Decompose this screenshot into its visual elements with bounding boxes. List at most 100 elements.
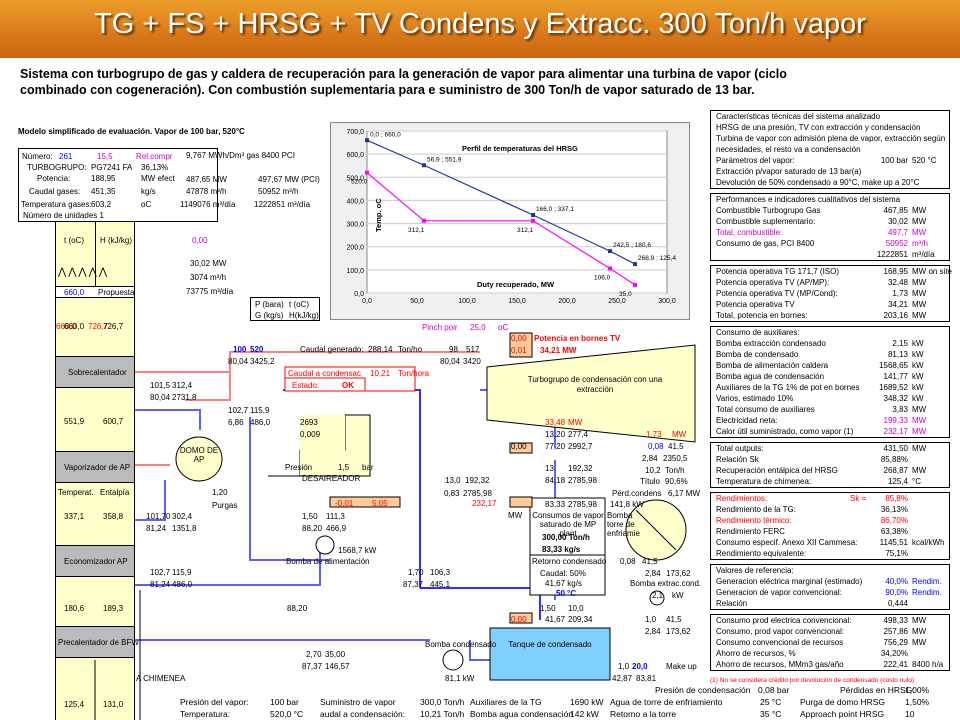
data-label: 312,1 [408, 227, 425, 234]
precalentador-bfw: Precalentador de BFW [55, 626, 139, 658]
chart-svg: 0,0100,0200,0300,0400,0500,0600,0700,00,… [346, 129, 676, 305]
pinch-label: Pinch poir [422, 323, 458, 332]
result-label: Total, potencia en bornes: [716, 311, 808, 320]
result-label: Total, combustible: [716, 228, 783, 237]
retorno: Retorno condensado [532, 557, 607, 566]
x1a: 0,08 [620, 557, 636, 566]
presion-value: 1,5 [338, 463, 350, 472]
y-axis-label: Temp. oC [374, 198, 383, 232]
gas-misc-m3h: 3074 m³/h [190, 273, 227, 282]
result-value: 756,29 [883, 638, 908, 647]
t-r2d: MW [672, 430, 687, 439]
result-value: 467,85 [883, 206, 908, 215]
q1b: 35,00 [325, 650, 346, 659]
result-unit: MW [912, 444, 927, 453]
intro-text: Sistema con turbogrupo de gas y caldera … [20, 67, 787, 97]
bc-kw: 81,1 kW [445, 674, 475, 683]
consumo-value: 300,00 Ton/h [542, 533, 590, 542]
ret-kgs: 41,67 kg/s [545, 579, 582, 588]
propuesta-t: 660,0 [64, 288, 85, 297]
hrsg-t-0: 660,0 [56, 322, 77, 331]
estado-value: OK [342, 381, 354, 390]
result-value: 1222851 [876, 250, 908, 259]
result-label: Rendimientos: [716, 494, 768, 503]
cond-unit: Ton/hora [398, 369, 430, 378]
pt-legend: P (bara) t (oC) G (kg/s) H(kJ/kg) [250, 297, 320, 321]
q2a: 87,37 [302, 662, 323, 671]
s3a: 102,7 [228, 406, 249, 415]
temp-unit: oC [141, 200, 152, 209]
result-value: 34,21 [887, 300, 908, 309]
potencia-value: 188,95 [91, 174, 116, 183]
results-section [710, 110, 950, 189]
s1b: 312,4 [172, 381, 193, 390]
s2a: 80,04 [150, 393, 171, 402]
result-row: Consumo de auxiliares: [710, 327, 950, 338]
t-r7a: 83,33 [545, 500, 566, 509]
result-label: Rendimiento de la TG: [716, 505, 796, 514]
tanque-box [489, 627, 611, 681]
x2b: 173,62 [666, 569, 691, 578]
q2b: 146,57 [325, 662, 350, 671]
v0009: 0,009 [300, 430, 321, 439]
bomba-kw: 1568,7 kW [338, 546, 377, 555]
result-unit: kW [912, 394, 924, 403]
rel-comp: Rel.compr [136, 152, 173, 161]
presion-label: Presión [285, 463, 313, 472]
result-row: Rendimiento térmico:86,70% [710, 515, 950, 526]
footer-label: Presión de condensación [655, 685, 751, 695]
p3a: 1,70 [408, 568, 424, 577]
y1a: 1,50 [540, 604, 556, 613]
p3b: 106,3 [430, 568, 451, 577]
result-value: 2,15 [892, 339, 908, 348]
p2b: 486,0 [172, 580, 193, 589]
data-label: 56,9 ; 551,9 [427, 156, 462, 163]
footer-label: Auxiliares de la TG [470, 697, 542, 707]
result-value: 348,32 [883, 394, 908, 403]
consumo-label: Consumos de vapor saturado de MP plant [532, 511, 604, 538]
result-label: Consumo de auxiliares: [716, 328, 800, 337]
e4a: 88,20 [302, 524, 323, 533]
t-r3d: 0,08 [648, 442, 664, 451]
t-r3c: 2992,7 [568, 442, 593, 451]
t-r5c: 13 [545, 464, 554, 473]
result-value: 141,77 [883, 372, 908, 381]
turbogrupo-label: TURBOGRUPO: [27, 163, 87, 172]
result-unit: MW [912, 228, 927, 237]
result-label: Consumo convencional de recursos [716, 638, 844, 647]
result-value: 1568,65 [879, 361, 908, 370]
hrsg-h5: 358,8 [103, 512, 124, 521]
result-unit: 8400 h/a [912, 660, 944, 669]
caudal-gen-unit: Ton/ho [398, 345, 423, 354]
result-label: Relación Sk [716, 455, 759, 464]
purgas: Purgas [212, 501, 238, 510]
result-label: Potencia operativa TV (AP/MP): [716, 278, 830, 287]
feed-pump-icon [315, 535, 335, 555]
flow-p100: 100 [233, 345, 247, 354]
economizador-ap: Economizador AP [55, 545, 135, 577]
y2c: 209,34 [568, 615, 593, 624]
e1a: 101,70 [146, 512, 171, 521]
footer-label: Approach point HRSG [800, 709, 885, 719]
data-label: 106,0 [594, 274, 611, 281]
result-label: Valores de referencia: [716, 566, 794, 575]
gas-misc-m3d: 73775 m³/día [186, 287, 234, 296]
pinch-value: 25,0 [470, 323, 486, 332]
results-panel: Características técnicas del sistema ana… [710, 110, 952, 720]
y-tick-label: 700,0 [346, 129, 364, 136]
col-head-h: H (kJ/kg) [100, 236, 132, 245]
v120: 1,20 [212, 488, 228, 497]
result-row: Generacion eléctrica marginal (estimado)… [710, 576, 950, 587]
data-point [422, 218, 426, 223]
y-tick-label: 500,0 [346, 175, 364, 182]
result-value: 85,88% [880, 455, 908, 464]
result-value: 40,0% [885, 577, 908, 586]
cond-value: 10,21 [370, 369, 391, 378]
